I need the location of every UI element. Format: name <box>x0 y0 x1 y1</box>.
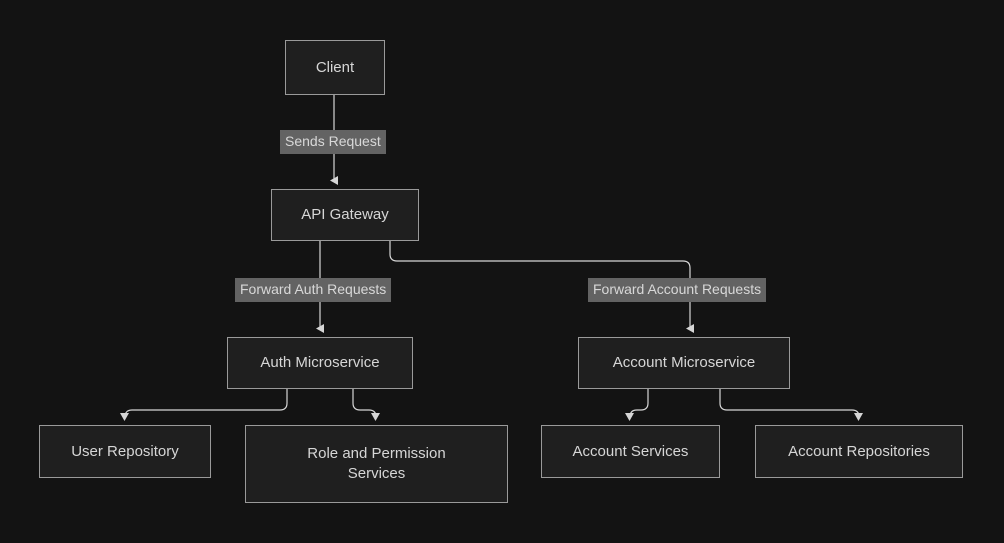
edge-account-microservice-to-account-services <box>626 389 649 422</box>
node-account-services-label: Account Services <box>572 442 689 460</box>
node-user-repository[interactable]: User Repository <box>39 425 211 478</box>
edge-label-forward-auth-requests-text: Forward Auth Requests <box>240 281 387 297</box>
node-role-and-permission-services-label: Role and Permission Services <box>307 445 446 482</box>
edge-label-forward-account-requests-text: Forward Account Requests <box>593 281 762 297</box>
edge-auth-microservice-to-user-repository <box>121 389 288 422</box>
edge-auth-microservice-to-role-and-permission-services <box>352 389 381 421</box>
edge-label-forward-account-requests: Forward Account Requests <box>588 278 767 302</box>
node-api-gateway-label: API Gateway <box>301 206 389 223</box>
edge-account-microservice-to-account-repositories <box>719 389 864 421</box>
node-api-gateway[interactable]: API Gateway <box>271 189 419 241</box>
node-account-microservice-label: Account Microservice <box>612 354 756 371</box>
node-client[interactable]: Client <box>285 40 385 95</box>
node-account-microservice[interactable]: Account Microservice <box>578 337 790 389</box>
node-client-label: Client <box>315 58 355 76</box>
node-auth-microservice-label: Auth Microservice <box>260 354 380 371</box>
node-account-repositories[interactable]: Account Repositories <box>755 425 963 478</box>
edge-label-sends-request-text: Sends Request <box>285 133 381 149</box>
node-account-repositories-label: Account Repositories <box>788 442 930 460</box>
node-account-services[interactable]: Account Services <box>541 425 720 478</box>
edge-label-forward-auth-requests: Forward Auth Requests <box>235 278 392 302</box>
edge-label-sends-request: Sends Request <box>280 130 386 154</box>
node-user-repository-label: User Repository <box>71 442 179 460</box>
node-auth-microservice[interactable]: Auth Microservice <box>227 337 413 389</box>
node-role-and-permission-services[interactable]: Role and Permission Services <box>245 425 508 503</box>
